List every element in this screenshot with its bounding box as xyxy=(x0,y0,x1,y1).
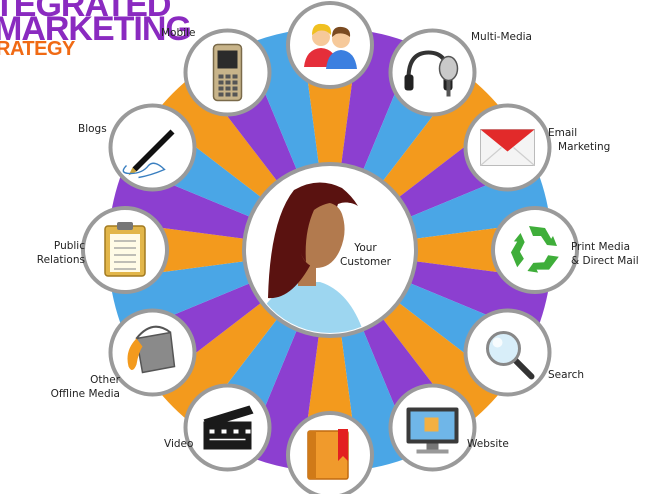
people-icon xyxy=(304,23,357,69)
channel-icons xyxy=(81,1,579,494)
channel-node-mobile xyxy=(183,28,272,117)
label-offline-media: Other Offline Media xyxy=(50,374,120,400)
clapperboard-icon xyxy=(203,405,254,450)
channel-node-pr xyxy=(81,206,169,294)
channel-node-search xyxy=(463,308,552,397)
channel-node-website xyxy=(388,383,477,472)
paint-bucket-icon xyxy=(127,325,176,374)
label-video: Video xyxy=(164,438,194,450)
channel-circle xyxy=(286,1,374,89)
channel-node-book xyxy=(286,411,374,494)
magnifier-icon xyxy=(486,331,535,380)
channel-node-email xyxy=(463,103,552,192)
label-public-relations: Public Relations xyxy=(36,240,85,266)
channel-node-print xyxy=(491,206,579,294)
label-print-media: Print Media & Direct Mail xyxy=(571,241,639,267)
label-blogs: Blogs xyxy=(78,123,107,135)
clipboard-icon xyxy=(104,222,146,277)
book-icon xyxy=(307,429,349,480)
label-website: Website xyxy=(467,438,509,450)
label-search: Search xyxy=(548,369,585,381)
mobile-phone-icon xyxy=(212,43,243,102)
title-line-3: RATEGY xyxy=(0,38,75,60)
pen-icon xyxy=(122,129,175,179)
center-label: Your Customer xyxy=(340,242,392,268)
channel-node-multimedia xyxy=(388,28,477,117)
headphones-microphone-icon xyxy=(404,50,459,97)
center-customer xyxy=(242,162,418,338)
title-line-2: MARKETING xyxy=(0,10,192,48)
channel-node-offline xyxy=(108,308,197,397)
channel-circle xyxy=(388,28,477,117)
label-mobile: Mobile xyxy=(161,27,196,39)
channel-circle xyxy=(491,206,579,294)
channel-node-blogs xyxy=(108,103,197,192)
channel-node-customers xyxy=(286,1,374,89)
monitor-icon xyxy=(406,407,459,454)
title-line-1: TEGRATED xyxy=(0,0,171,24)
channel-node-video xyxy=(183,383,272,472)
label-multimedia: Multi-Media xyxy=(471,31,532,43)
label-email: Email Marketing xyxy=(548,127,611,153)
recycle-icon xyxy=(510,226,559,273)
envelope-icon xyxy=(480,129,535,166)
